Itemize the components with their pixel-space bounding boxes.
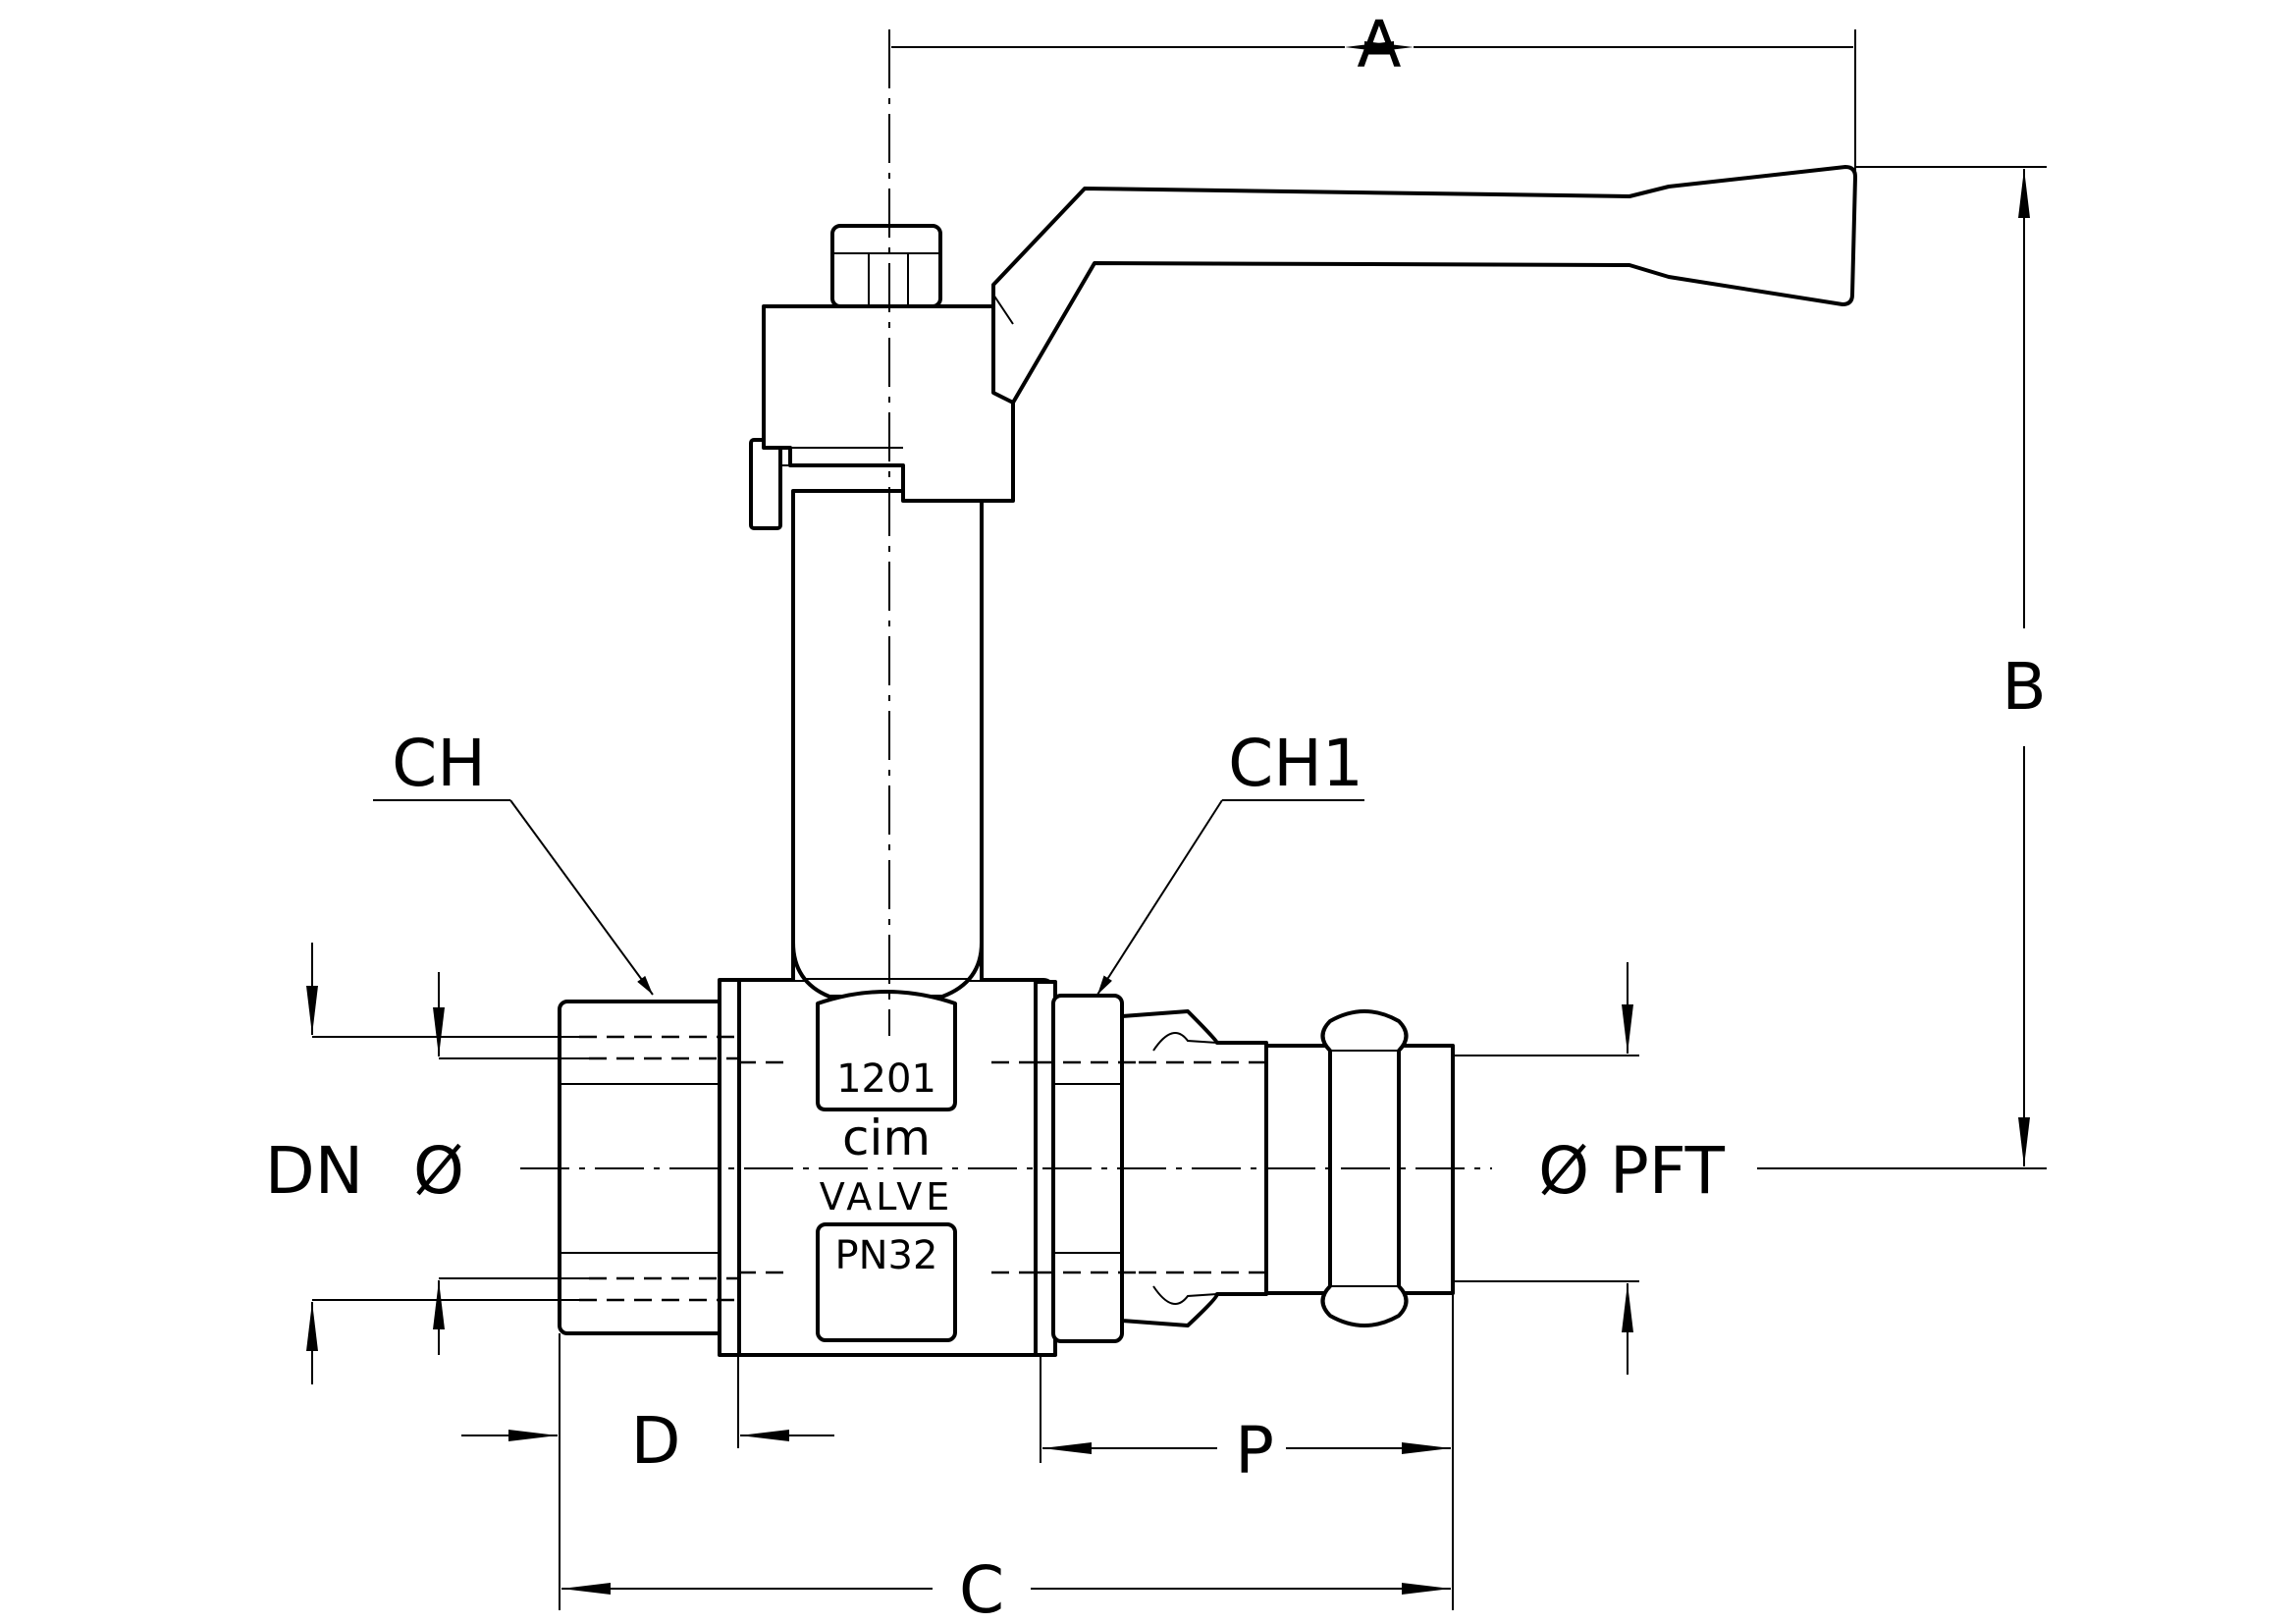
- dim-label-b: B: [2002, 649, 2046, 725]
- marking-brand-logo: cim: [842, 1110, 931, 1166]
- marking-code: 1201: [836, 1056, 936, 1102]
- dim-label-p: P: [1235, 1413, 1274, 1489]
- left-hex-end: [558, 978, 741, 1357]
- dim-label-dn: DN: [265, 1133, 363, 1209]
- dim-label-d: D: [631, 1403, 681, 1479]
- dim-label-diameter-left: Ø: [413, 1133, 464, 1209]
- dim-label-ch1: CH1: [1228, 726, 1363, 801]
- stem-extension: [791, 489, 984, 1003]
- stem-nut: [830, 224, 942, 308]
- dimension-lines: [306, 29, 2047, 1610]
- dim-label-c: C: [959, 1552, 1004, 1624]
- marking-plate-bottom: [816, 1222, 957, 1342]
- hidden-bore-lines: [579, 1035, 1266, 1302]
- marking-plate-top: [816, 990, 957, 1111]
- valve-drawing: [558, 165, 1857, 1357]
- lever-handle: [991, 165, 1857, 405]
- dim-label-diameter-pft: Ø PFT: [1538, 1133, 1726, 1209]
- dimension-labels: A B C D P DN Ø Ø PFT CH CH1: [265, 7, 2047, 1624]
- marking-pressure: PN32: [835, 1233, 938, 1278]
- dim-label-a: A: [1357, 7, 1401, 82]
- body-markings: 1201 cim VALVE PN32: [820, 1056, 954, 1278]
- marking-valve: VALVE: [820, 1175, 954, 1218]
- dim-label-ch: CH: [392, 726, 486, 801]
